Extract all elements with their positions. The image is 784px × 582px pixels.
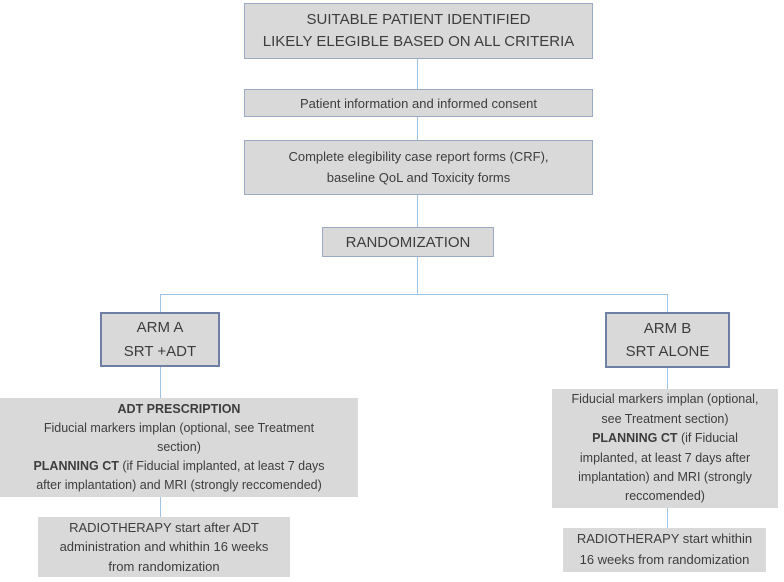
connector-suitable-to-consent bbox=[417, 59, 418, 89]
connector-branch-horizontal bbox=[160, 294, 667, 295]
informed-consent-label: Patient information and informed consent bbox=[299, 95, 538, 111]
connector-branch-to-arm-b bbox=[667, 294, 668, 312]
arm-b-line1: ARM B bbox=[643, 319, 692, 337]
box-randomization: RANDOMIZATION bbox=[322, 227, 494, 257]
box-suitable-patient: SUITABLE PATIENT IDENTIFIED LIKELY ELEGI… bbox=[244, 3, 593, 59]
radiotherapy-arm-b-line1: RADIOTHERAPY start whithin bbox=[576, 531, 753, 547]
eligibility-crf-line1: Complete elegibility case report forms (… bbox=[288, 148, 549, 164]
arm-a-line2: SRT +ADT bbox=[123, 342, 197, 360]
arm-b-text: ARM B SRT ALONE bbox=[626, 317, 710, 364]
eligibility-crf-text: Complete elegibility case report forms (… bbox=[288, 147, 548, 189]
radiotherapy-arm-a-line3: from randomization bbox=[108, 558, 220, 574]
connector-arm-b-to-detail bbox=[667, 368, 668, 389]
arm-a-text: ARM A SRT +ADT bbox=[124, 316, 196, 363]
connector-randomization-stem bbox=[417, 257, 418, 295]
radiotherapy-arm-a-text: RADIOTHERAPY start after ADT administrat… bbox=[60, 518, 269, 577]
connector-branch-to-arm-a bbox=[160, 294, 161, 312]
suitable-patient-text: SUITABLE PATIENT IDENTIFIED LIKELY ELEGI… bbox=[263, 9, 575, 54]
arm-b-detail-text: Fiducial markers implan (optional,see Tr… bbox=[571, 392, 759, 504]
box-radiotherapy-arm-a: RADIOTHERAPY start after ADT administrat… bbox=[38, 517, 290, 577]
connector-detail-a-to-radiotherapy bbox=[160, 497, 161, 517]
suitable-patient-line2: LIKELY ELEGIBLE BASED ON ALL CRITERIA bbox=[262, 33, 575, 50]
radiotherapy-arm-b-text: RADIOTHERAPY start whithin 16 weeks from… bbox=[577, 529, 752, 571]
box-informed-consent: Patient information and informed consent bbox=[244, 89, 593, 117]
box-eligibility-crf: Complete elegibility case report forms (… bbox=[244, 140, 593, 195]
radiotherapy-arm-b-line2: 16 weeks from randomization bbox=[579, 552, 750, 567]
connector-crf-to-randomization bbox=[417, 195, 418, 227]
radiotherapy-arm-a-line1: RADIOTHERAPY start after ADT bbox=[69, 519, 259, 535]
box-arm-b-detail: Fiducial markers implan (optional,see Tr… bbox=[552, 389, 778, 508]
suitable-patient-line1: SUITABLE PATIENT IDENTIFIED bbox=[306, 10, 531, 28]
radiotherapy-arm-a-line2: administration and whithin 16 weeks bbox=[59, 539, 269, 555]
box-arm-a: ARM A SRT +ADT bbox=[100, 312, 220, 367]
box-arm-b: ARM B SRT ALONE bbox=[605, 312, 730, 368]
connector-consent-to-crf bbox=[417, 117, 418, 140]
arm-a-line1: ARM A bbox=[136, 319, 184, 337]
arm-b-line2: SRT ALONE bbox=[625, 343, 710, 360]
randomization-label: RANDOMIZATION bbox=[345, 233, 471, 251]
eligibility-crf-line2: baseline QoL and Toxicity forms bbox=[326, 169, 511, 185]
box-radiotherapy-arm-b: RADIOTHERAPY start whithin 16 weeks from… bbox=[563, 528, 766, 572]
connector-arm-a-to-detail bbox=[160, 367, 161, 398]
connector-detail-b-to-radiotherapy bbox=[667, 508, 668, 528]
